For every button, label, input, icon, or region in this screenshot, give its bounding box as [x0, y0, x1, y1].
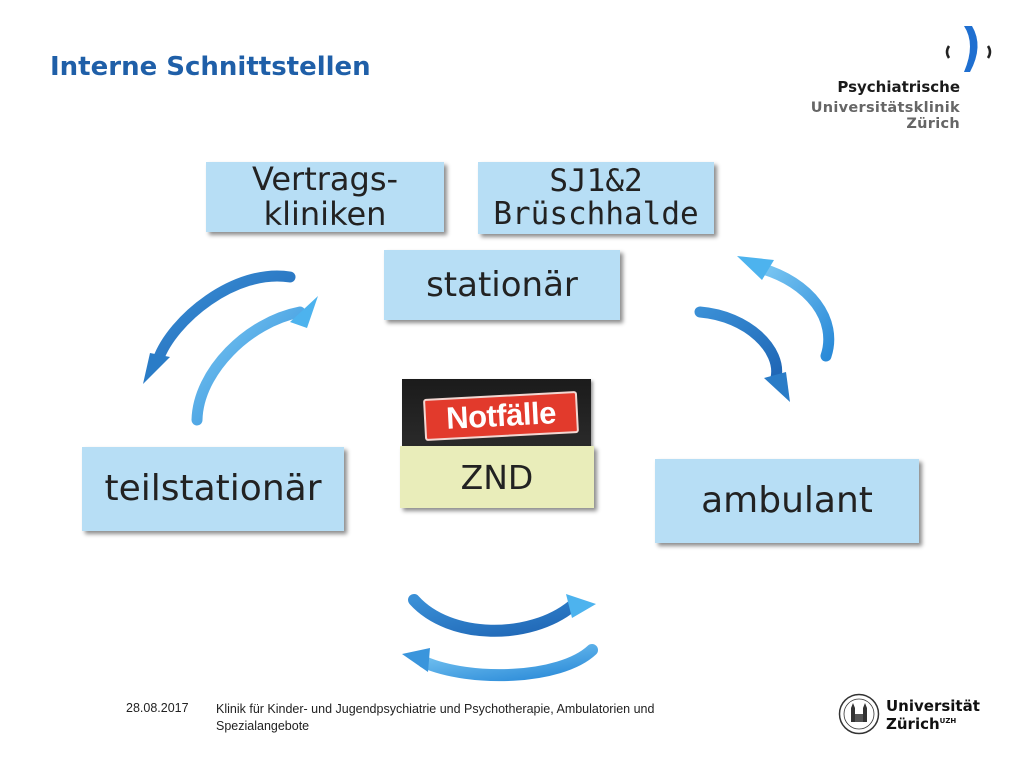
logo-text-line2: Universitätsklinik Zürich [810, 100, 960, 132]
footer-date: 28.08.2017 [126, 701, 189, 715]
box-vertragskliniken: Vertrags- kliniken [206, 162, 444, 232]
arrow-right-outer-icon [737, 256, 835, 362]
uzh-seal-icon [838, 693, 880, 735]
arrow-bottom-lower-icon [402, 644, 598, 682]
uzh-superscript: UZH [939, 717, 957, 725]
arrow-bottom-upper-icon [408, 594, 596, 637]
footer-text: Klinik für Kinder- und Jugendpsychiatrie… [216, 702, 655, 733]
page-title: Interne Schnittstellen [50, 52, 371, 82]
box-vertragskliniken-line1: Vertrags- [251, 160, 399, 199]
box-teilstationaer: teilstationär [82, 447, 344, 531]
box-sj-line1: SJ1&2 [549, 162, 643, 199]
arrow-right-inner-icon [694, 306, 790, 402]
box-sj-brueschhalde: SJ1&2 Brüschhalde [478, 162, 714, 234]
uzh-text-line2: ZürichUZH [886, 715, 956, 733]
notfaelle-sign: Notfälle [423, 390, 579, 442]
logo-text-line1: Psychiatrische [837, 78, 960, 96]
notfaelle-photo: Notfälle [402, 379, 591, 447]
arrow-left-inner-icon [191, 296, 318, 426]
box-stationaer: stationär [384, 250, 620, 320]
box-znd: ZND [400, 446, 594, 508]
uzh-text-line1: Universität [886, 697, 980, 715]
arrow-left-outer-icon [143, 270, 296, 384]
box-vertragskliniken-line2: kliniken [263, 195, 387, 233]
uzh-text-zurich: Zürich [886, 715, 940, 733]
box-sj-line2: Brüschhalde [493, 196, 699, 232]
box-ambulant: ambulant [655, 459, 919, 543]
pukz-logo-mark-icon [945, 26, 992, 72]
